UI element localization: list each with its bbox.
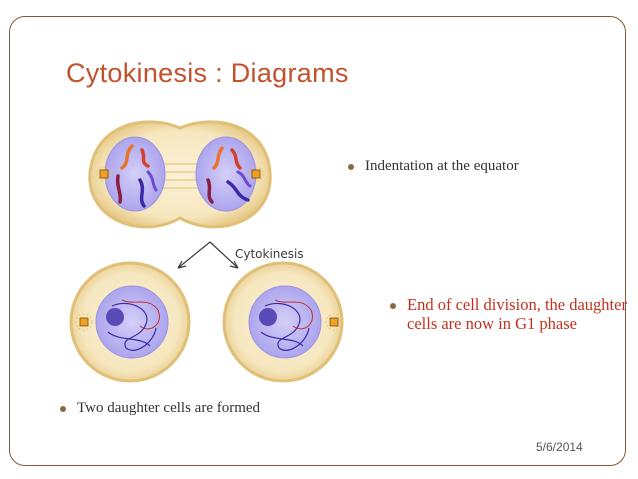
dividing-cell — [88, 120, 272, 229]
bullet-dot — [60, 406, 66, 412]
slide-date: 5/6/2014 — [536, 440, 583, 454]
bullet-dot — [348, 164, 354, 170]
bullet-indentation: Indentation at the equator — [348, 158, 555, 175]
bullet-dot — [390, 303, 396, 309]
bullet-daughter-cells: Two daughter cells are formed — [60, 400, 267, 417]
slide-title: Cytokinesis : Diagrams — [66, 58, 349, 88]
bullet-text: Indentation at the equator — [365, 158, 519, 174]
daughter-cell-right — [222, 261, 344, 383]
cytokinesis-caption: Cytokinesis — [235, 247, 304, 261]
centrosome-right — [248, 166, 264, 182]
bullet-text: Two daughter cells are formed — [77, 400, 261, 416]
daughter-cell-left — [69, 261, 191, 383]
bullet-end-of-division: End of cell division, the daughter cells… — [390, 295, 632, 334]
slide-frame — [9, 16, 626, 466]
centrosome-left — [96, 166, 112, 182]
division-arrows — [177, 241, 239, 269]
bullet-text: End of cell division, the daughter cells… — [407, 295, 627, 333]
cytokinesis-diagram: Cytokinesis — [69, 120, 344, 383]
